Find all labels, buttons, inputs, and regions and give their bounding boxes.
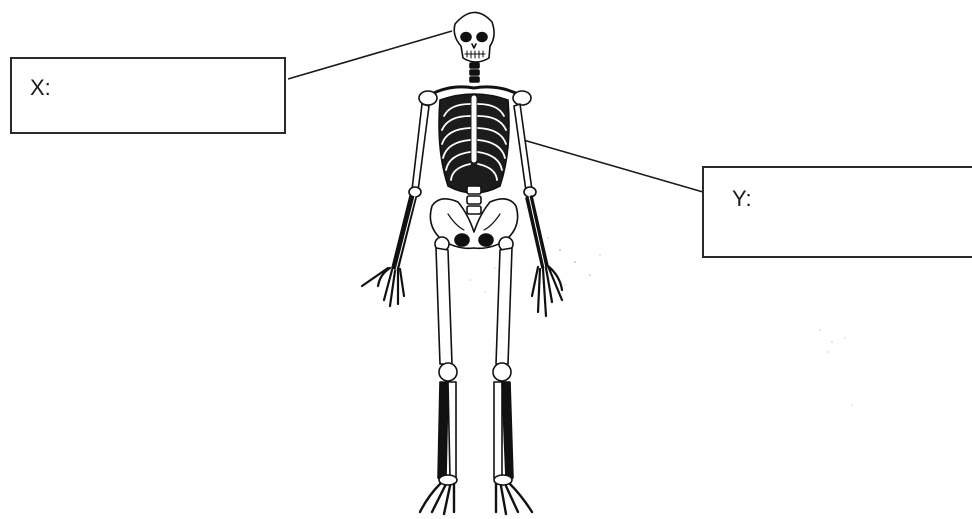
lumbar-spine [467,186,481,214]
leader-line-y [520,139,703,192]
leader-line-x [288,31,452,79]
rib-cage [439,94,509,193]
left-foot [420,484,454,514]
label-y-text: Y: [732,186,752,212]
label-box-x[interactable]: X: [10,57,286,134]
label-box-y[interactable]: Y: [702,166,972,258]
left-arm [392,104,429,270]
left-hand [362,268,404,306]
right-foot [496,484,532,514]
left-leg [436,248,457,485]
label-x-text: X: [30,75,51,101]
right-leg [493,248,513,485]
cervical-spine [470,63,479,82]
right-arm [514,104,548,268]
skull [454,12,494,62]
skeleton [362,12,562,514]
scan-noise [469,237,853,405]
right-hand [532,266,562,316]
